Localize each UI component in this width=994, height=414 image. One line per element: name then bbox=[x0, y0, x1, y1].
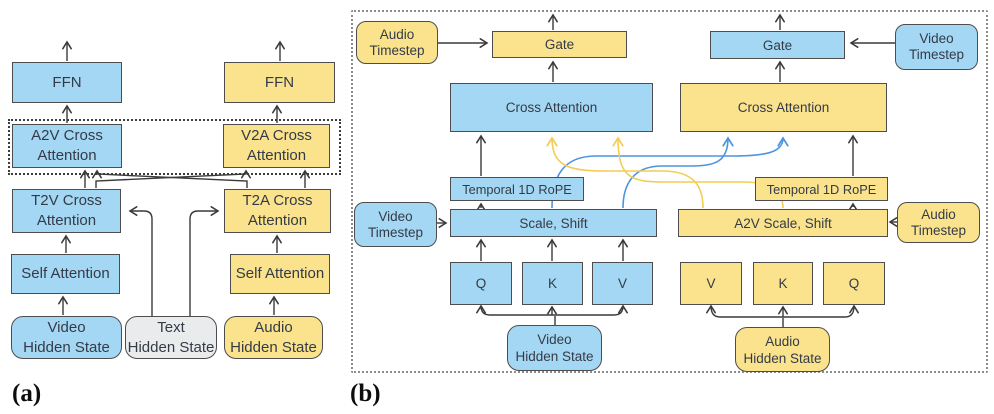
audio-timestep-top-left-box: Audio Timestep bbox=[356, 21, 438, 64]
cross-attention-video-box: Cross Attention bbox=[450, 83, 653, 132]
q-audio-box: Q bbox=[823, 262, 885, 305]
v-video-box: V bbox=[592, 262, 653, 305]
k-audio-box: K bbox=[753, 262, 813, 305]
video-hidden-state-panel-b-box: Video Hidden State bbox=[507, 325, 602, 371]
text-hidden-state-box: Text Hidden State bbox=[125, 316, 217, 359]
scale-shift-video-box: Scale, Shift bbox=[450, 209, 657, 237]
ffn-audio-box: FFN bbox=[224, 62, 335, 103]
self-attention-video-box: Self Attention bbox=[11, 254, 120, 294]
audio-hidden-state-box: Audio Hidden State bbox=[224, 316, 323, 359]
temporal-rope-video-box: Temporal 1D RoPE bbox=[450, 177, 584, 201]
ffn-video-box: FFN bbox=[12, 62, 122, 103]
gate-left-box: Gate bbox=[492, 31, 627, 58]
t2a-cross-attention-box: T2A Cross Attention bbox=[224, 189, 331, 233]
temporal-rope-audio-box: Temporal 1D RoPE bbox=[755, 177, 888, 201]
t2v-cross-attention-box: T2V Cross Attention bbox=[12, 189, 121, 233]
a2v-scale-shift-audio-box: A2V Scale, Shift bbox=[678, 209, 888, 237]
v2a-cross-attention-box: V2A Cross Attention bbox=[223, 124, 330, 168]
k-video-box: K bbox=[522, 262, 583, 305]
video-hidden-state-box: Video Hidden State bbox=[11, 316, 122, 359]
a2v-cross-attention-box: A2V Cross Attention bbox=[12, 124, 122, 168]
v-audio-box: V bbox=[680, 262, 742, 305]
q-video-box: Q bbox=[450, 262, 512, 305]
panel-a-label: (a) bbox=[12, 380, 42, 407]
video-timestep-top-right-box: Video Timestep bbox=[895, 24, 978, 70]
video-timestep-left-box: Video Timestep bbox=[354, 202, 437, 247]
audio-timestep-right-box: Audio Timestep bbox=[897, 202, 980, 243]
panel-b-label: (b) bbox=[350, 380, 381, 407]
self-attention-audio-box: Self Attention bbox=[230, 254, 330, 294]
gate-right-box: Gate bbox=[710, 31, 845, 59]
audio-hidden-state-panel-b-box: Audio Hidden State bbox=[735, 327, 830, 372]
panel-b-dotted-outline bbox=[351, 10, 988, 373]
cross-attention-audio-box: Cross Attention bbox=[680, 83, 887, 132]
